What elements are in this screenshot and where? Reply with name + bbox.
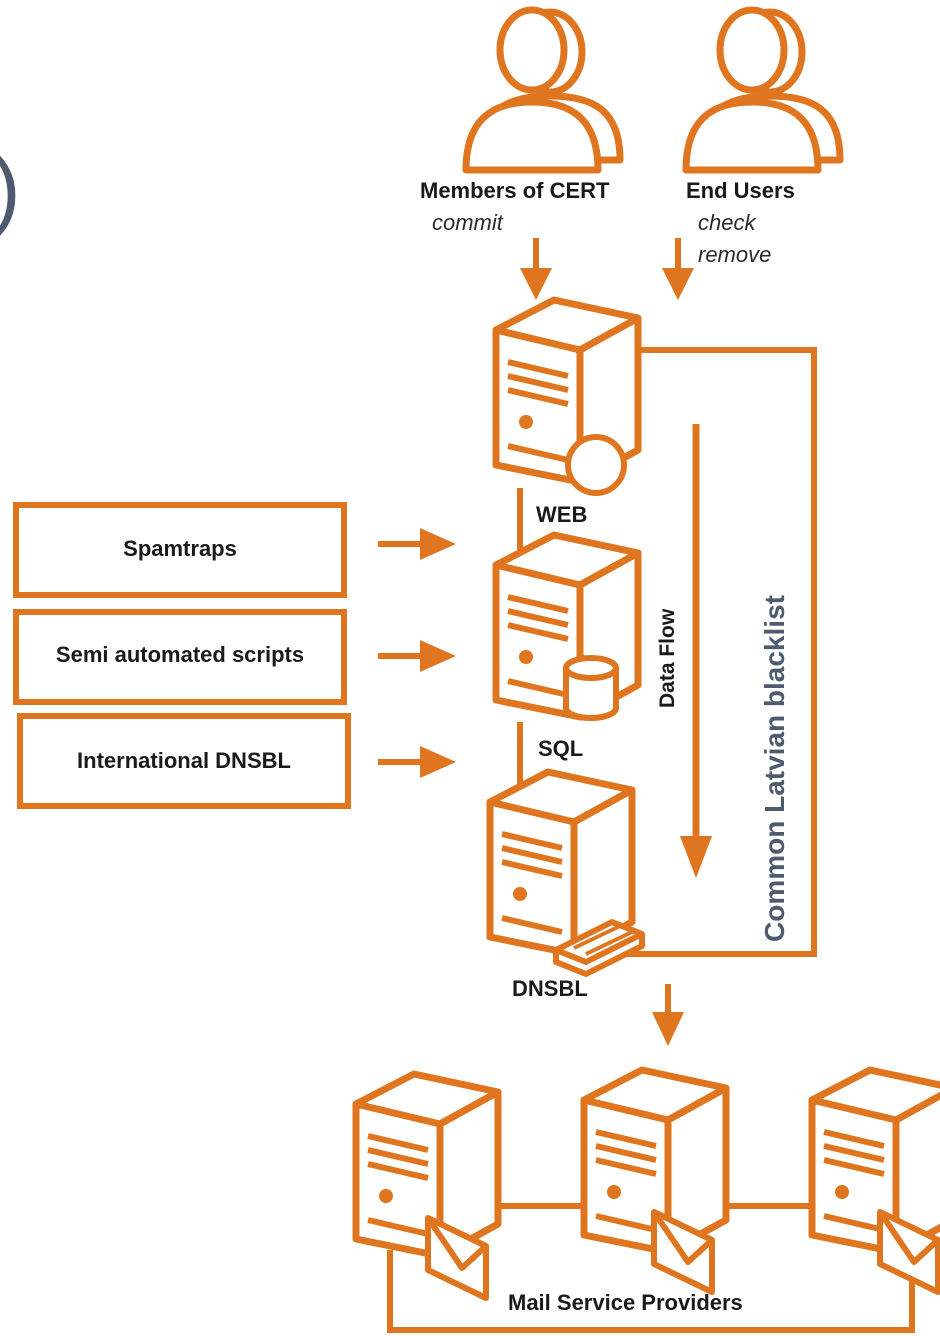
arrow-right-icon bbox=[378, 528, 456, 560]
dnsbl-server-label: DNSBL bbox=[512, 976, 588, 1001]
switch-icon bbox=[553, 919, 645, 977]
database-icon bbox=[563, 655, 619, 721]
person-icon-members bbox=[466, 10, 620, 170]
data-flow-label: Data Flow bbox=[656, 608, 679, 708]
corner-glyph: ) bbox=[0, 141, 21, 237]
source-box-semi-automated-scripts bbox=[13, 609, 347, 705]
source-label-spamtraps: Spamtraps bbox=[123, 536, 237, 561]
data-flow-arrow bbox=[680, 424, 712, 878]
members-of-cert-label: Members of CERT bbox=[420, 178, 610, 203]
mail-server-icon bbox=[812, 1070, 940, 1252]
web-server-label: WEB bbox=[536, 502, 587, 527]
blacklist-boundary bbox=[626, 347, 817, 957]
commit-label: commit bbox=[432, 210, 504, 235]
arrow-down-icon bbox=[662, 238, 694, 300]
source-box-international-dnsbl bbox=[17, 713, 351, 809]
globe-icon bbox=[565, 434, 627, 496]
arrow-down-icon bbox=[652, 984, 684, 1046]
source-box-spamtraps bbox=[13, 502, 347, 598]
arrow-down-icon bbox=[520, 238, 552, 300]
person-icon-end-users bbox=[686, 10, 840, 170]
mail-service-providers-label: Mail Service Providers bbox=[508, 1290, 743, 1315]
providers-network-line bbox=[387, 1250, 915, 1333]
end-users-label: End Users bbox=[686, 178, 795, 203]
source-label-semi-automated-scripts: Semi automated scripts bbox=[56, 642, 304, 667]
sql-server-label: SQL bbox=[538, 736, 583, 761]
remove-label: remove bbox=[698, 242, 771, 267]
source-label-international-dnsbl: International DNSBL bbox=[77, 748, 291, 773]
arrow-right-icon bbox=[378, 746, 456, 778]
check-label: check bbox=[698, 210, 756, 235]
common-latvian-blacklist-label: Common Latvian blacklist bbox=[759, 595, 790, 942]
arrow-right-icon bbox=[378, 640, 456, 672]
